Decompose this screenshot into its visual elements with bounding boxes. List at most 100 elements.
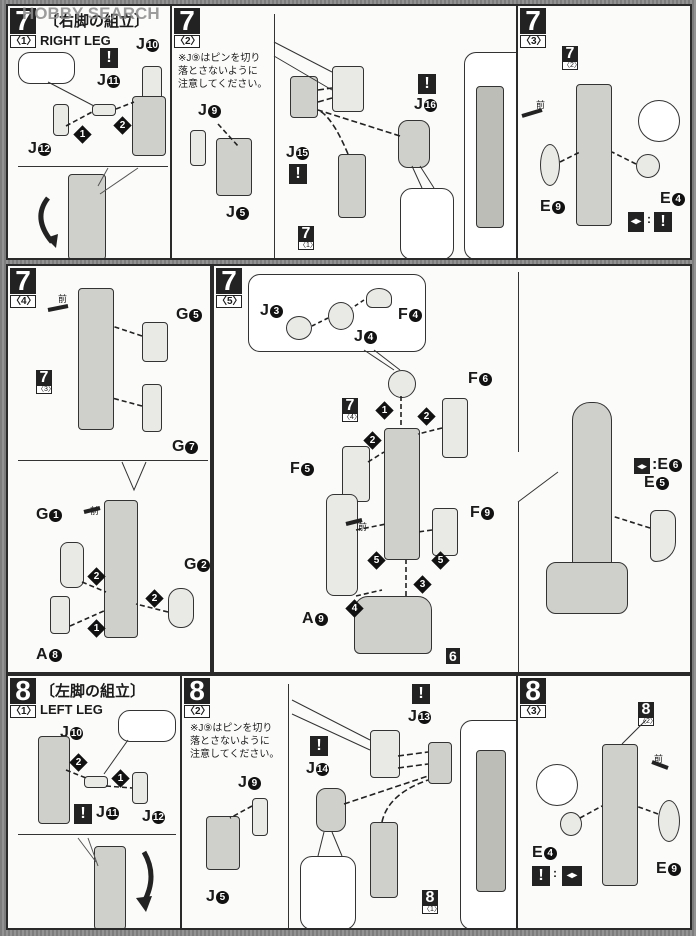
part-j13 [428, 742, 452, 784]
part-e9 [658, 800, 680, 842]
divider [288, 684, 289, 928]
caution-note: ※J⑨はピンを切り落とさないように注意してください。 [178, 53, 268, 90]
order-marker-3: 3 [413, 575, 432, 594]
side-direction-icon: ◂▸ [562, 866, 582, 886]
part-j14 [316, 788, 346, 832]
part-e5 [650, 510, 676, 562]
part-j3 [286, 316, 312, 340]
divider [18, 834, 176, 835]
part-g8 [50, 596, 70, 634]
front-label: 前 [654, 754, 664, 764]
ref-step-7-4: 7〈4〉 [342, 397, 361, 422]
divider [518, 502, 519, 672]
section-title-en: LEFT LEG [40, 702, 103, 717]
caution-icon: ! [418, 74, 436, 94]
divider [274, 14, 275, 258]
order-marker-1: 1 [375, 401, 394, 420]
front-label: 前 [90, 506, 100, 516]
section-title-jp: 〔左脚の組立〕 [40, 683, 146, 700]
leg-assembly [602, 744, 638, 886]
divider [18, 166, 168, 167]
caution-icon: ! [289, 164, 307, 184]
part-e9 [540, 144, 560, 186]
part-j9 [252, 798, 268, 836]
order-marker-2: 2 [363, 431, 382, 450]
detail-callout [400, 188, 454, 258]
order-marker-1: 1 [87, 619, 106, 638]
part-j5 [216, 138, 252, 196]
step-badge: 7 〈1〉 [10, 5, 37, 48]
part-f5 [342, 446, 370, 502]
order-marker-2: 2 [69, 753, 88, 772]
side-direction-icon: ◂▸ [634, 458, 650, 474]
leg-assembly [104, 500, 138, 638]
order-marker-5: 5 [367, 551, 386, 570]
detail-callout-circle [536, 764, 578, 806]
leg-assembly [384, 428, 420, 560]
leg-frame [338, 154, 366, 218]
side-direction-icon: ◂▸ [628, 212, 644, 232]
caution-icon: ! [532, 866, 550, 886]
part-g7 [142, 384, 162, 432]
order-marker-5: 5 [431, 551, 450, 570]
order-marker-4: 4 [345, 599, 364, 618]
rotate-arrow-head [46, 234, 58, 248]
part-j9 [190, 130, 206, 166]
leg-frame [38, 736, 70, 824]
completed-foot-view [546, 562, 628, 614]
part-g1 [60, 542, 84, 588]
callout-leader [47, 81, 95, 107]
ref-step-6: 6 [446, 648, 460, 664]
divider [518, 272, 519, 452]
part-j5 [206, 816, 240, 870]
leg-assembly [576, 84, 612, 226]
order-marker-2: 2 [87, 567, 106, 586]
section-title-en: RIGHT LEG [40, 33, 111, 48]
caution-icon: ! [412, 684, 430, 704]
leg-frame-assembled [94, 846, 126, 928]
watermark-text: HOBBY SEARCH [22, 4, 160, 23]
order-marker-2: 2 [417, 407, 436, 426]
leg-frame [132, 96, 166, 156]
part-j11 [84, 776, 108, 788]
step-badge: 8 〈1〉 [10, 675, 37, 718]
part-g5 [142, 322, 168, 362]
knee-block [332, 66, 364, 112]
part-e4 [636, 154, 660, 178]
knee-joint-assembly [388, 370, 416, 398]
leg-assembly [78, 288, 114, 430]
part-j12 [132, 772, 148, 804]
section-title-jp: 〔右脚の組立〕 [44, 13, 150, 30]
part-j12 [53, 104, 69, 136]
